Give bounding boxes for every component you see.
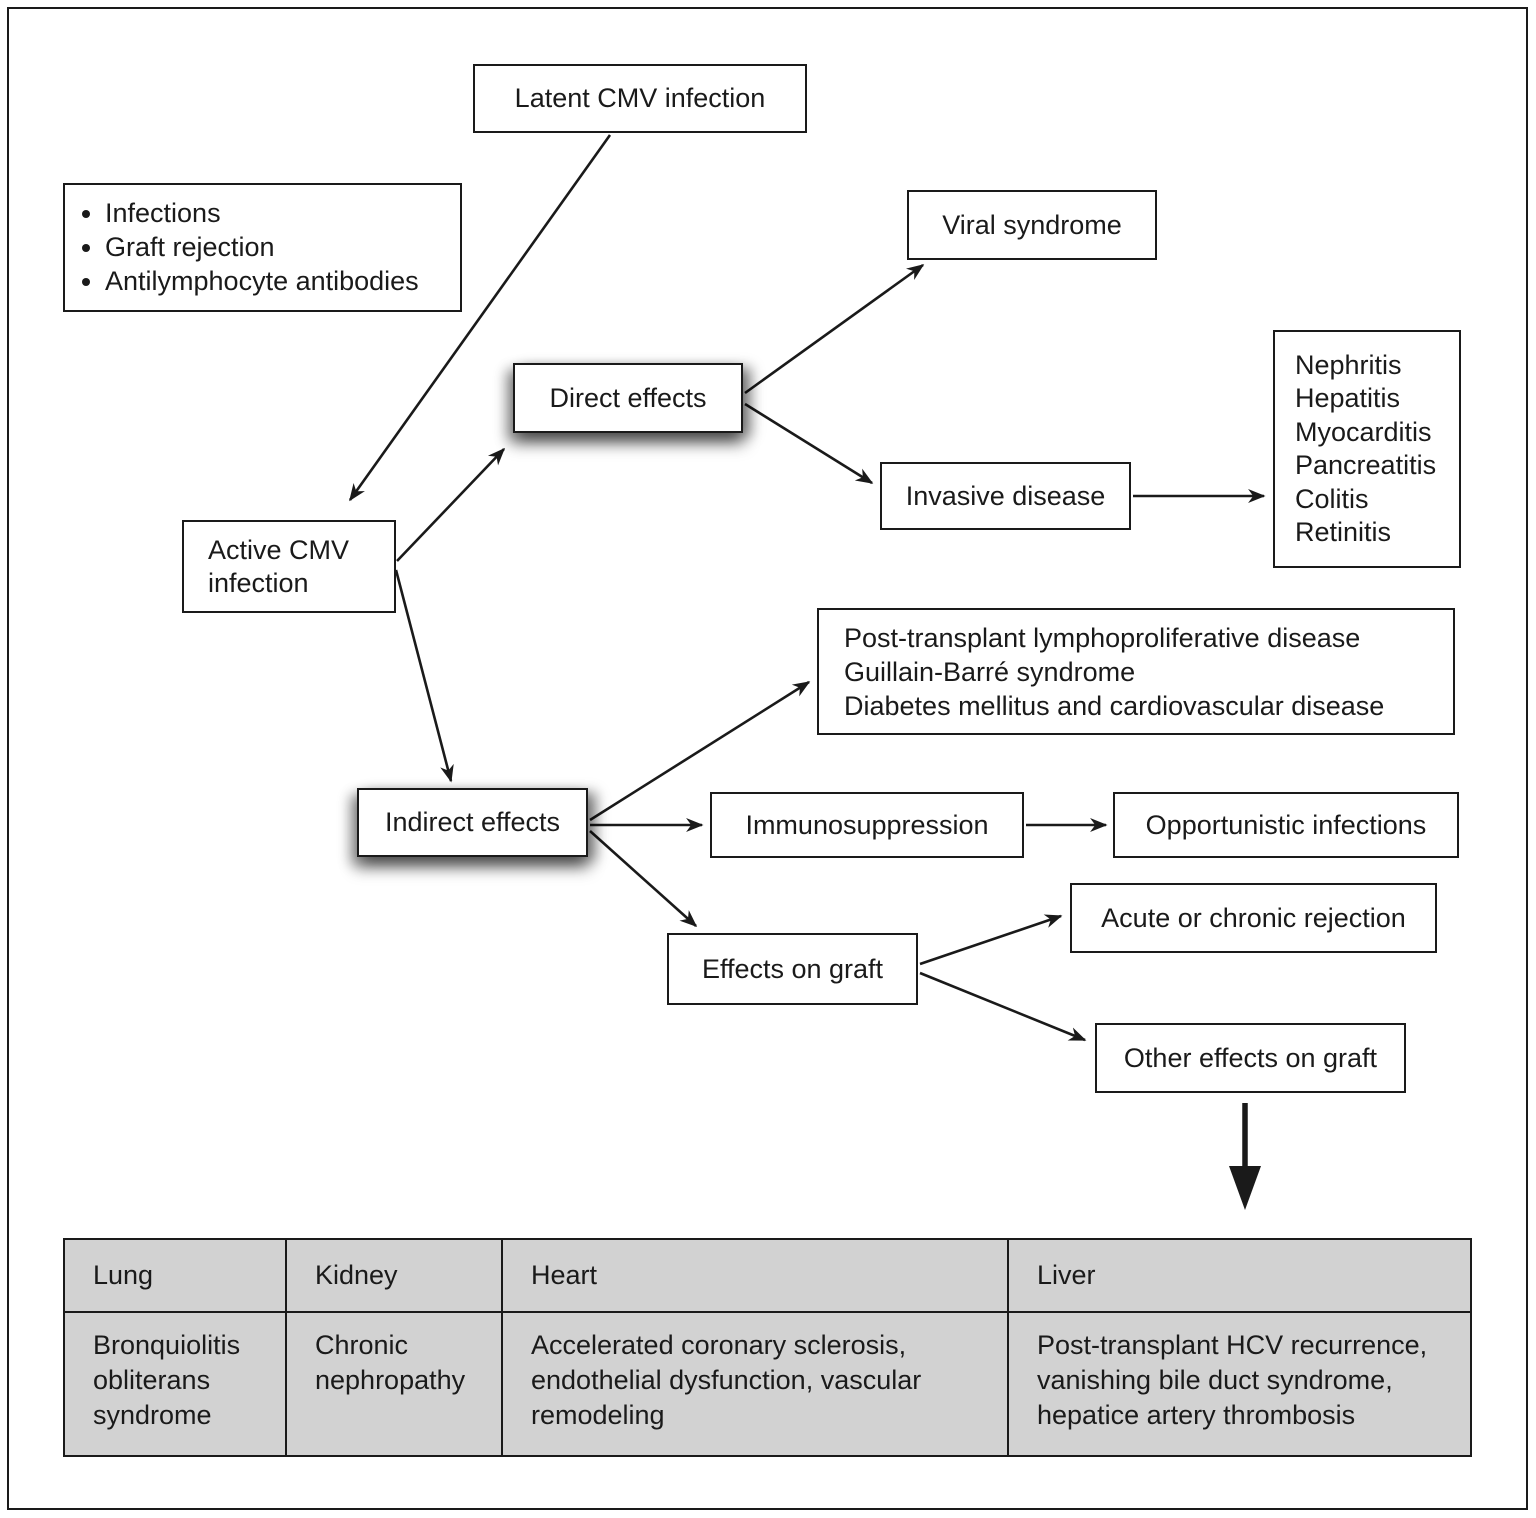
list-item: Post-transplant lymphoproliferative dise… bbox=[844, 622, 1361, 653]
list-item: Hepatitis bbox=[1295, 383, 1401, 413]
box-label: Acute or chronic rejection bbox=[1101, 902, 1406, 933]
column-header-lung: Lung bbox=[63, 1238, 287, 1313]
box-label: Immunosuppression bbox=[745, 809, 989, 840]
cell-kidney: Chronic nephropathy bbox=[285, 1311, 503, 1457]
box-label: Invasive disease bbox=[905, 480, 1106, 511]
box-indirect-outcomes: Post-transplant lymphoproliferative dise… bbox=[817, 608, 1455, 735]
box-label: Viral syndrome bbox=[942, 209, 1122, 240]
box-label: Effects on graft bbox=[701, 953, 884, 984]
arrow-direct-to-invasive bbox=[744, 402, 874, 485]
list-item: Pancreatitis bbox=[1295, 450, 1437, 480]
list-item: Diabetes mellitus and cardiovascular dis… bbox=[844, 690, 1385, 721]
list-item: Myocarditis bbox=[1295, 416, 1432, 447]
arrow-direct-to-viral bbox=[744, 263, 925, 395]
box-label: Latent CMV infection bbox=[514, 83, 766, 113]
cell-lung: Bronquiolitis obliterans syndrome bbox=[63, 1311, 287, 1457]
arrow-other-to-table-head bbox=[1229, 1166, 1261, 1210]
arrow-active-to-indirect bbox=[394, 569, 454, 783]
list-item: Antilymphocyte antibodies bbox=[105, 265, 419, 298]
box-label: Indirect effects bbox=[384, 807, 561, 837]
organ-effects-table: Lung Kidney Heart Liver Bronquiolitis ob… bbox=[63, 1238, 1472, 1457]
box-indirect-effects: Indirect effects bbox=[357, 788, 588, 857]
risk-factors-list: Infections Graft rejection Antilymphocyt… bbox=[79, 196, 419, 299]
box-opportunistic-infections: Opportunistic infections bbox=[1113, 792, 1459, 858]
column-header-kidney: Kidney bbox=[285, 1238, 503, 1313]
arrow-active-to-direct bbox=[396, 447, 506, 562]
column-header-liver: Liver bbox=[1007, 1238, 1472, 1313]
box-label: Opportunistic infections bbox=[1145, 809, 1427, 840]
box-label: Direct effects bbox=[549, 382, 707, 413]
arrow-indirect-to-outcomes bbox=[589, 680, 811, 822]
list-item: Nephritis bbox=[1295, 349, 1402, 380]
list-item: Guillain-Barré syndrome bbox=[844, 656, 1136, 687]
organ-disease-list: Nephritis Hepatitis Myocarditis Pancreat… bbox=[1295, 349, 1436, 550]
indirect-outcomes-list: Post-transplant lymphoproliferative dise… bbox=[844, 621, 1384, 723]
box-immunosuppression: Immunosuppression bbox=[710, 792, 1024, 858]
arrow-graft-to-other bbox=[919, 971, 1087, 1042]
box-latent-cmv-infection: Latent CMV infection bbox=[473, 64, 807, 133]
box-invasive-disease: Invasive disease bbox=[880, 462, 1131, 530]
box-active-cmv-infection: Active CMV infection bbox=[182, 520, 396, 613]
arrow-indirect-to-graft bbox=[589, 830, 698, 928]
box-viral-syndrome: Viral syndrome bbox=[907, 190, 1157, 260]
list-item: Colitis bbox=[1295, 483, 1369, 514]
figure-border bbox=[7, 7, 1528, 1510]
box-other-effects-on-graft: Other effects on graft bbox=[1095, 1023, 1406, 1093]
list-item: Graft rejection bbox=[105, 231, 419, 264]
box-invasive-disease-sites: Nephritis Hepatitis Myocarditis Pancreat… bbox=[1273, 330, 1461, 568]
list-item: Retinitis bbox=[1295, 517, 1392, 547]
box-label: Active CMV infection bbox=[208, 534, 350, 598]
table-row: Bronquiolitis obliterans syndrome Chroni… bbox=[63, 1311, 1472, 1457]
arrow-latent-to-active bbox=[348, 134, 612, 502]
cell-liver: Post-transplant HCV recurrence, vanishin… bbox=[1007, 1311, 1472, 1457]
arrow-graft-to-acute bbox=[919, 914, 1063, 966]
box-direct-effects: Direct effects bbox=[513, 363, 743, 433]
box-effects-on-graft: Effects on graft bbox=[667, 933, 918, 1005]
box-acute-or-chronic-rejection: Acute or chronic rejection bbox=[1070, 883, 1437, 953]
table-header-row: Lung Kidney Heart Liver bbox=[63, 1238, 1472, 1313]
list-item: Infections bbox=[105, 197, 419, 230]
box-risk-factors: Infections Graft rejection Antilymphocyt… bbox=[63, 183, 462, 312]
column-header-heart: Heart bbox=[501, 1238, 1009, 1313]
box-label: Other effects on graft bbox=[1123, 1042, 1378, 1073]
cell-heart: Accelerated coronary sclerosis, endothel… bbox=[501, 1311, 1009, 1457]
